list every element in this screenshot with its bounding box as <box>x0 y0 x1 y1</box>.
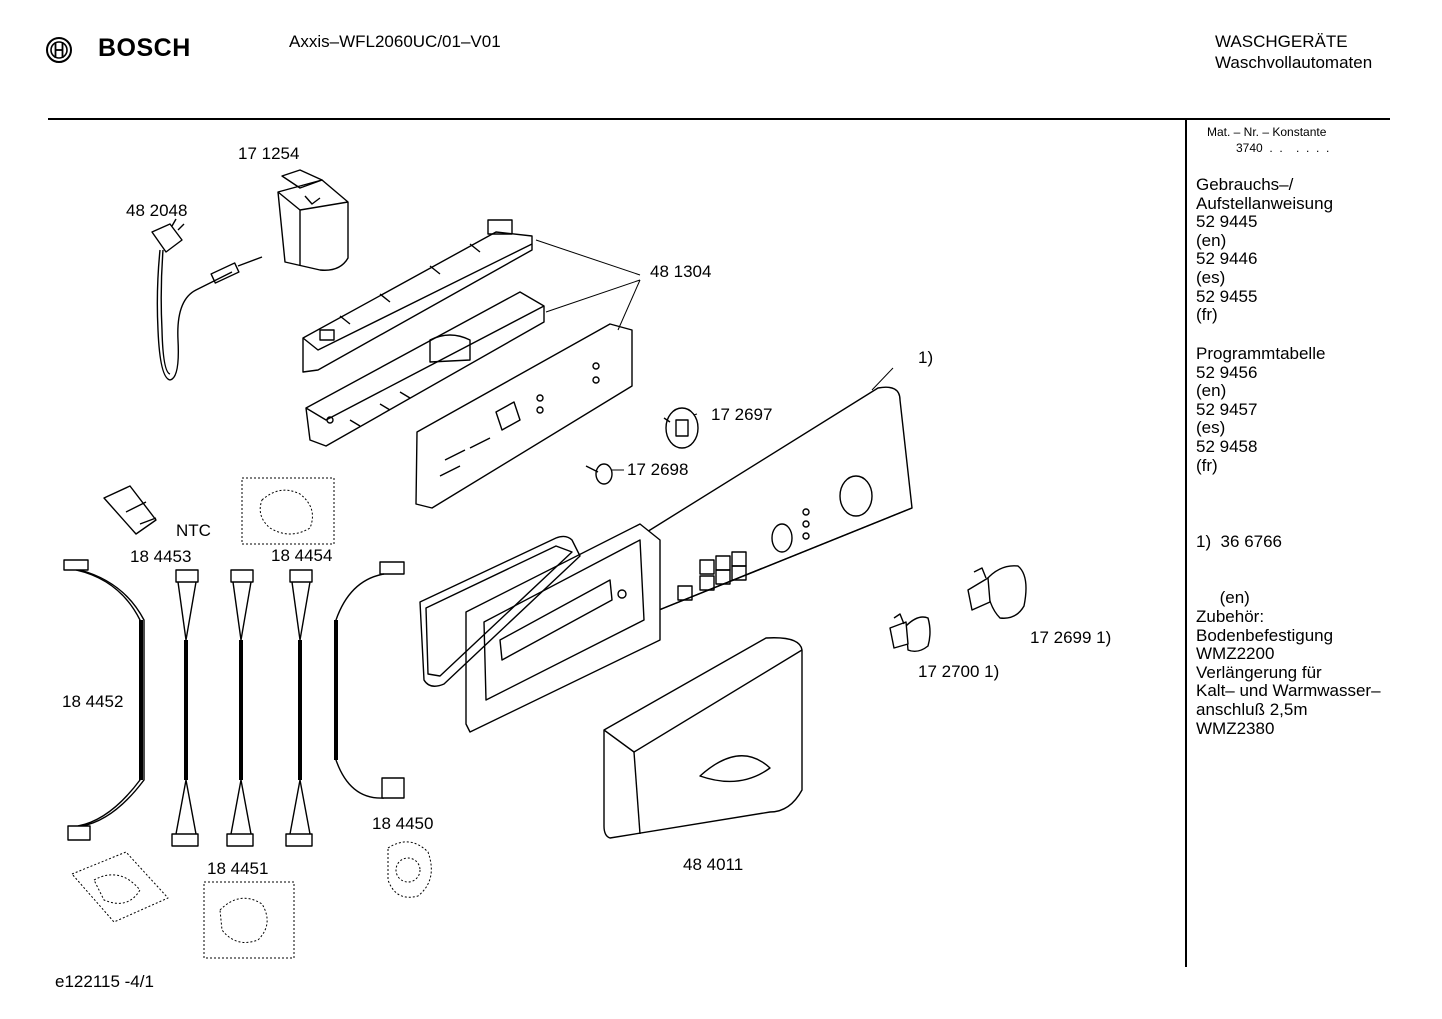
category-line-2: Waschvollautomaten <box>1215 53 1373 72</box>
module-carrier-top <box>302 219 533 373</box>
reference-pictograms <box>71 477 432 959</box>
panel-text: (en) <box>1196 587 1250 607</box>
panel-text: (fr) <box>1196 305 1218 325</box>
panel-divider <box>1185 119 1187 967</box>
panel-text: 52 9445 <box>1196 212 1258 232</box>
panel-text: (es) <box>1196 418 1226 438</box>
detergent-drawer-frame <box>465 523 661 733</box>
wiring-harness-1 <box>171 569 199 847</box>
leader-lines <box>535 239 894 471</box>
panel-text: Gebrauchs–/ <box>1196 175 1294 194</box>
gebrauch-block: Gebrauchs–/ Aufstellanweisung 52 9445 (e… <box>1196 175 1334 325</box>
wiring-harness-2 <box>226 569 254 847</box>
footnote-block: 1) 36 6766 (en) <box>1196 496 1282 626</box>
panel-text: 52 9458 <box>1196 436 1258 456</box>
wiring-harness-left <box>63 559 145 841</box>
panel-text: anschluß 2,5m <box>1196 699 1308 719</box>
mat-nr-label: Mat. – Nr. – Konstante <box>1207 125 1327 139</box>
panel-text: Zubehör: <box>1196 607 1265 626</box>
drawer-seal <box>419 535 581 687</box>
label-184451: 18 4451 <box>207 859 268 878</box>
label-172698: 17 2698 <box>627 460 688 479</box>
category-line-1: WASCHGERÄTE <box>1215 32 1348 51</box>
panel-text: 52 9457 <box>1196 399 1258 419</box>
panel-text: WMZ2200 <box>1196 644 1275 664</box>
mat-nr-value: 3740 . . . . . . <box>1236 141 1330 155</box>
program-knob-small <box>889 613 931 653</box>
panel-text: 52 9455 <box>1196 286 1258 306</box>
panel-text: Kalt– und Warmwasser– <box>1196 681 1381 701</box>
label-484011: 48 4011 <box>683 855 743 874</box>
label-482048: 48 2048 <box>126 201 187 220</box>
label-footnote-1: 1) <box>918 348 933 367</box>
exploded-parts-drawing: 17 1254 48 2048 48 1304 1) 17 2697 17 26… <box>62 144 1111 959</box>
drawing-code: e122115 -4/1 <box>55 972 154 991</box>
label-172697: 17 2697 <box>711 405 772 424</box>
knob-spindle <box>663 407 699 449</box>
model-title: Axxis–WFL2060UC/01–V01 <box>289 32 501 51</box>
drawer-front <box>603 637 803 839</box>
label-184452: 18 4452 <box>62 692 123 711</box>
filter-box <box>277 169 349 271</box>
label-172699: 17 2699 1) <box>1030 628 1111 647</box>
bosch-armature-icon <box>46 37 72 63</box>
programm-block: Programmtabelle 52 9456 (en) 52 9457 (es… <box>1196 344 1326 475</box>
panel-text: Verlängerung für <box>1196 662 1322 682</box>
wiring-harness-right <box>334 561 405 799</box>
brand-name: BOSCH <box>98 34 191 62</box>
label-171254: 17 1254 <box>238 144 299 163</box>
panel-text: (es) <box>1196 267 1226 287</box>
module-carrier-middle <box>305 291 545 447</box>
panel-text: 52 9456 <box>1196 362 1258 382</box>
panel-text: 52 9446 <box>1196 249 1258 269</box>
label-184450: 18 4450 <box>372 814 433 833</box>
panel-text: Programmtabelle <box>1196 344 1326 363</box>
bosch-logo <box>44 35 74 65</box>
program-knob-large <box>967 565 1027 619</box>
label-ntc: NTC <box>176 521 211 540</box>
header-divider <box>48 118 1390 120</box>
label-184454: 18 4454 <box>271 546 332 565</box>
panel-text: Bodenbefestigung <box>1196 625 1334 645</box>
panel-text: (en) <box>1196 230 1227 250</box>
panel-text: WMZ2380 <box>1196 718 1275 738</box>
panel-text: (en) <box>1196 381 1227 401</box>
control-panel-fascia <box>633 386 913 613</box>
label-481304: 48 1304 <box>650 262 711 281</box>
label-184453: 18 4453 <box>130 547 191 566</box>
label-172700: 17 2700 1) <box>918 662 999 681</box>
panel-text: Aufstellanweisung <box>1196 193 1334 213</box>
zubehoer-block: Zubehör: Bodenbefestigung WMZ2200 Verlän… <box>1196 607 1381 738</box>
power-cord <box>151 218 263 381</box>
panel-text: 1) 36 6766 <box>1196 532 1283 552</box>
button-pin <box>585 463 613 485</box>
ntc-sensor <box>103 485 157 535</box>
wiring-harness-3 <box>285 569 313 847</box>
panel-text: (fr) <box>1196 455 1218 475</box>
control-board <box>415 323 633 509</box>
